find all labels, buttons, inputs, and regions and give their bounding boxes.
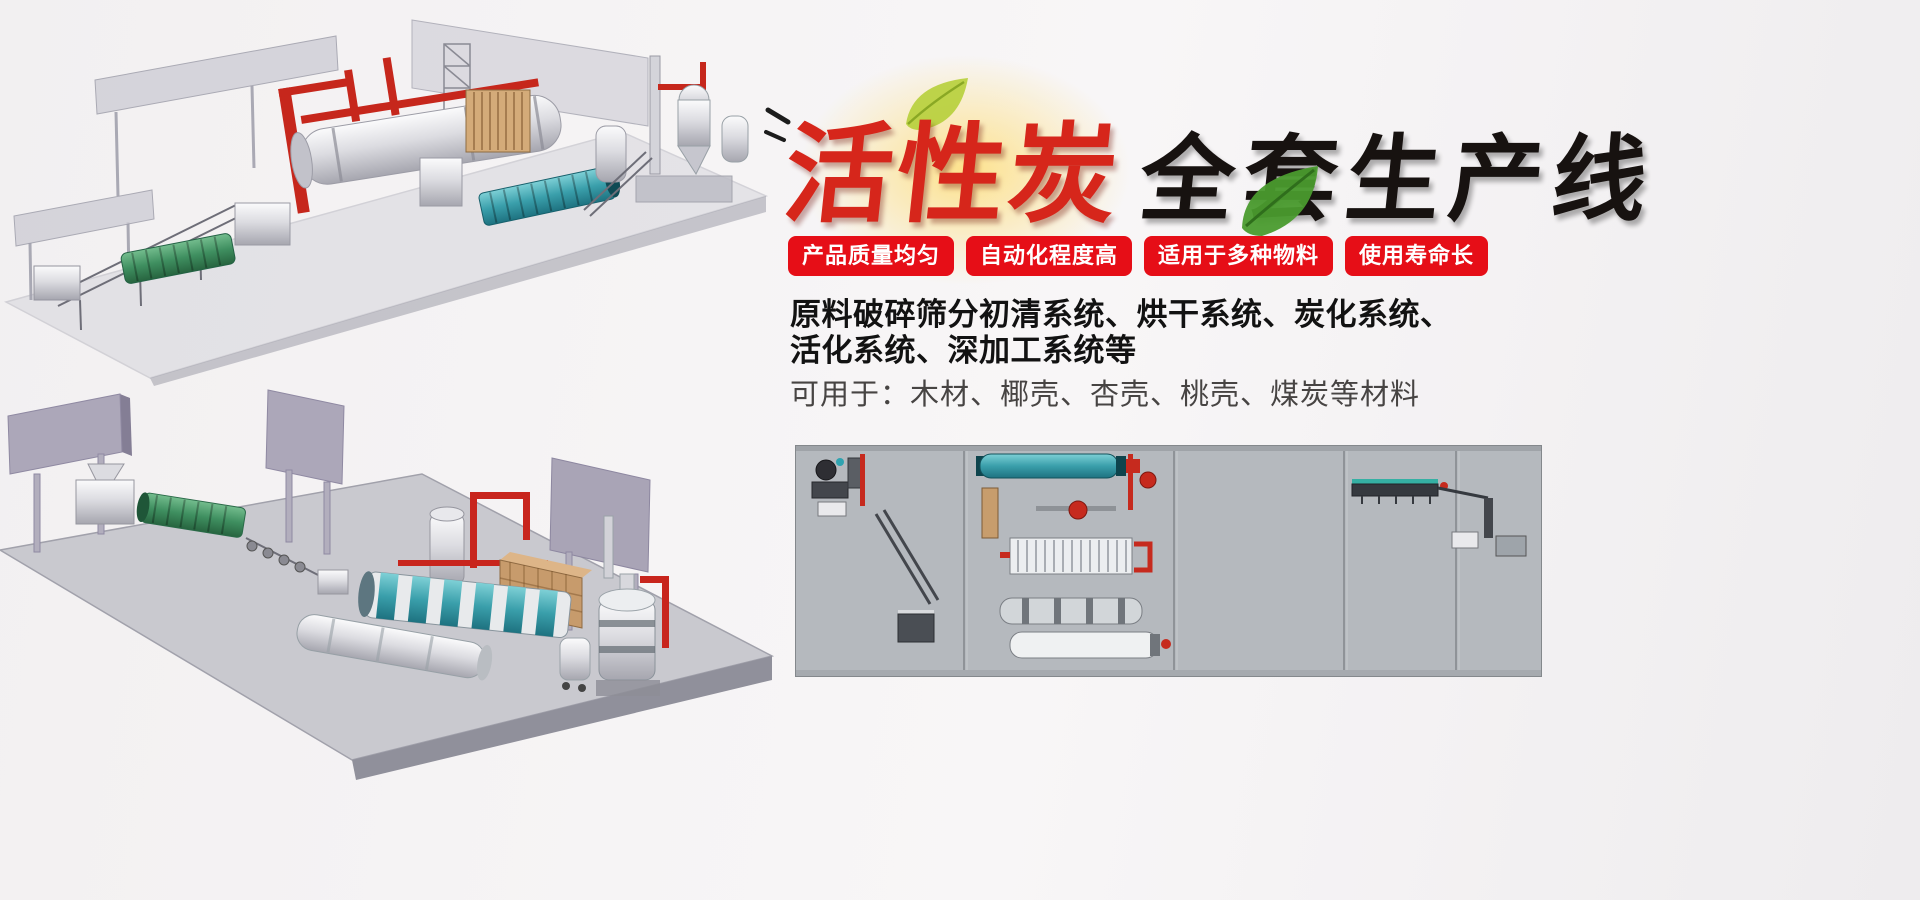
plant-layout-drawing	[796, 446, 1541, 676]
badge-materials: 适用于多种物料	[1144, 236, 1334, 276]
brush-stroke-icon	[764, 107, 791, 142]
production-line-render-bottom	[0, 389, 775, 780]
badge-automation: 自动化程度高	[966, 236, 1133, 276]
system-description-line2: 活化系统、深加工系统等	[790, 333, 1137, 368]
leaf-icon	[1242, 166, 1318, 236]
materials-line: 可用于：木材、椰壳、杏壳、桃壳、煤炭等材料	[790, 379, 1421, 411]
title-red: 活性炭	[778, 117, 1128, 236]
plant-layout-diagram	[795, 445, 1542, 677]
title-black: 全套生产线	[1134, 129, 1661, 233]
page-title: 活性炭全套生产线	[778, 88, 1665, 244]
system-description: 原料破碎筛分初清系统、烘干系统、炭化系统、活化系统、深加工系统等	[790, 297, 1452, 369]
badge-lifespan: 使用寿命长	[1345, 236, 1489, 276]
system-description-line1: 原料破碎筛分初清系统、烘干系统、炭化系统、	[790, 297, 1452, 332]
feature-badges: 产品质量均匀 自动化程度高 适用于多种物料 使用寿命长	[788, 236, 1489, 276]
production-line-render-top	[3, 19, 769, 386]
leaf-icon	[906, 78, 968, 130]
badge-quality: 产品质量均匀	[788, 236, 955, 276]
